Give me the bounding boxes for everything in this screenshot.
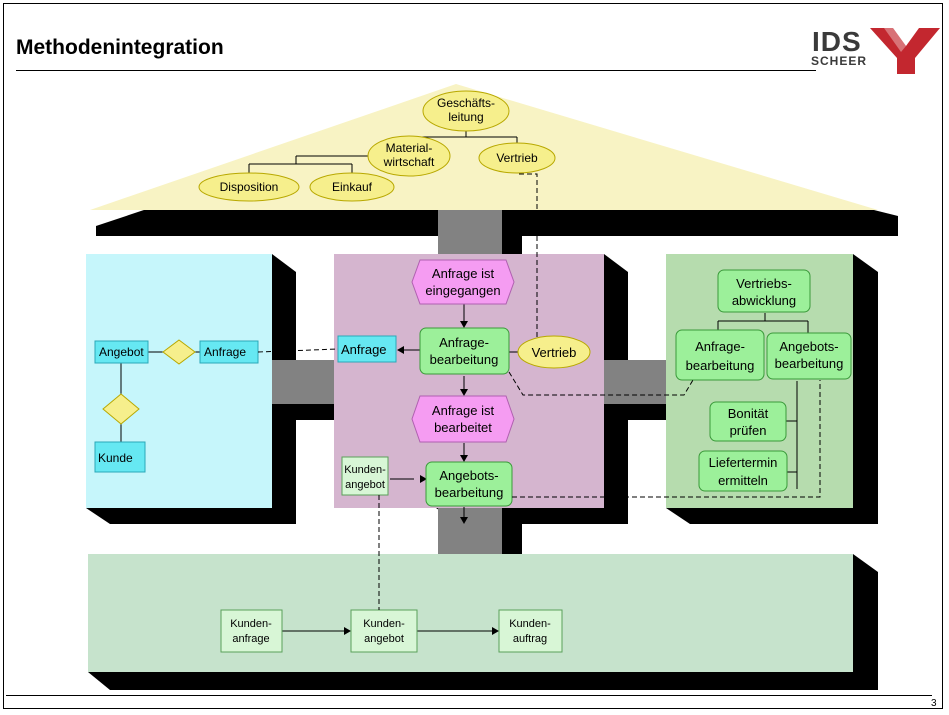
function-vertriebsabwicklung xyxy=(717,269,811,313)
entity-kunde-label: Kunde xyxy=(98,451,133,465)
output-kundenangebot-bottom xyxy=(350,609,418,653)
bottom-kundenanfrage-line1: Kunden- xyxy=(230,618,272,630)
right-panel-shadow xyxy=(666,254,878,524)
right-root-line2: abwicklung xyxy=(732,293,796,308)
function-tree-anfragebearbeitung xyxy=(675,329,765,381)
right-anfrage-line2: bearbeitung xyxy=(686,358,755,373)
org-einkauf-label: Einkauf xyxy=(332,180,373,194)
logo-ids-text: IDS xyxy=(812,26,862,57)
org-geschaeftsleitung-line1: Geschäfts- xyxy=(437,96,495,110)
pillar-top xyxy=(438,210,502,256)
func-angebot-line1: Angebots- xyxy=(439,468,498,483)
function-angebotsbearbeitung xyxy=(425,461,513,507)
func-anfrage-line1: Anfrage- xyxy=(439,335,489,350)
event-done-line1: Anfrage ist xyxy=(432,403,495,418)
slide-frame xyxy=(3,3,943,709)
svg-text:Kunden-angebot: Kunden-angebot xyxy=(344,464,386,491)
relationship-diamond-2 xyxy=(102,393,140,425)
bridge-right-shadow xyxy=(628,404,668,420)
entity-angebot-label: Angebot xyxy=(99,345,144,359)
right-angebot-line2: bearbeitung xyxy=(775,356,844,371)
svg-text:Anfrage-bearbeitung: Anfrage-bearbeitung xyxy=(430,335,499,367)
event-anfrage-eingegangen xyxy=(411,259,515,305)
function-tree-angebotsbearbeitung xyxy=(766,332,852,380)
org-disposition xyxy=(198,172,300,202)
function-anfragebearbeitung xyxy=(419,327,510,375)
function-liefertermin-ermitteln xyxy=(698,450,788,492)
relationship-diamond-1 xyxy=(162,339,196,365)
entity-angebot xyxy=(94,340,149,364)
kundenangebot-center-line2: angebot xyxy=(345,479,385,491)
svg-text:Angebots-bearbeitung: Angebots-bearbeitung xyxy=(435,468,504,500)
org-vertrieb-roof xyxy=(478,142,556,174)
right-liefertermin-line1: Liefertermin xyxy=(709,455,778,470)
kundenangebot-center-line1: Kunden- xyxy=(344,464,386,476)
svg-text:Kunden-auftrag: Kunden-auftrag xyxy=(509,618,551,645)
svg-text:Kunden-angebot: Kunden-angebot xyxy=(363,618,405,645)
org-geschaeftsleitung-line2: leitung xyxy=(448,110,483,124)
right-bonitaet-line1: Bonität xyxy=(728,406,769,421)
func-angebot-line2: bearbeitung xyxy=(435,485,504,500)
org-disposition-label: Disposition xyxy=(220,180,279,194)
page-number: 3 xyxy=(931,698,937,709)
pillar-bottom xyxy=(438,508,502,554)
bottom-panel xyxy=(88,554,853,672)
func-anfrage-line2: bearbeitung xyxy=(430,352,499,367)
bottom-kundenanfrage-line2: anfrage xyxy=(232,633,269,645)
function-bonitaet-pruefen xyxy=(709,401,787,442)
output-kundenangebot xyxy=(341,456,389,496)
org-materialwirtschaft-line1: Material- xyxy=(386,141,433,155)
dashed-assignment-lines xyxy=(257,173,821,610)
bottom-flow-arrowheads xyxy=(344,627,499,635)
svg-text:Angebots-bearbeitung: Angebots-bearbeitung xyxy=(775,339,844,371)
event-done-line2: bearbeitet xyxy=(434,420,492,435)
entity-anfrage-left-label: Anfrage xyxy=(204,345,246,359)
right-tree-connectors xyxy=(717,313,809,489)
logo-scheer-text: SCHEER xyxy=(811,54,868,68)
right-bonitaet-line2: prüfen xyxy=(730,423,767,438)
output-kundenanfrage xyxy=(220,609,283,653)
right-liefertermin-line2: ermitteln xyxy=(718,473,768,488)
entity-kunde xyxy=(94,441,146,473)
svg-text:Vertriebs-abwicklung: Vertriebs-abwicklung xyxy=(732,276,796,308)
org-einkauf xyxy=(309,172,395,202)
bottom-panel-shadow xyxy=(88,554,878,690)
org-vertrieb-center-label: Vertrieb xyxy=(532,345,577,360)
right-angebot-line1: Angebots- xyxy=(779,339,838,354)
svg-text:Kunden-anfrage: Kunden-anfrage xyxy=(230,618,272,645)
event-in-line2: eingegangen xyxy=(425,283,500,298)
right-root-line1: Vertriebs- xyxy=(736,276,792,291)
org-geschaeftsleitung xyxy=(422,90,510,132)
event-in-line1: Anfrage ist xyxy=(432,266,495,281)
footer-rule xyxy=(6,695,932,696)
org-vertrieb-roof-label: Vertrieb xyxy=(496,151,538,165)
bottom-kundenauftrag-line1: Kunden- xyxy=(509,618,551,630)
entity-anfrage-center-label: Anfrage xyxy=(341,342,387,357)
event-anfrage-bearbeitet xyxy=(411,395,515,443)
output-kundenauftrag xyxy=(498,609,563,653)
org-vertrieb-center xyxy=(517,335,591,369)
bottom-kundenauftrag-line2: auftrag xyxy=(513,633,547,645)
bridge-left xyxy=(272,360,336,404)
svg-text:Anfrage-bearbeitung: Anfrage-bearbeitung xyxy=(686,339,755,373)
svg-text:Material-wirtschaft: Material-wirtschaft xyxy=(383,141,435,169)
bridge-right xyxy=(604,360,668,404)
org-materialwirtschaft xyxy=(367,135,451,177)
svg-text:Geschäfts-leitung: Geschäfts-leitung xyxy=(437,96,495,124)
org-materialwirtschaft-line2: wirtschaft xyxy=(383,155,435,169)
left-panel-shadow xyxy=(86,254,296,524)
pillar-bottom-shadow xyxy=(502,508,522,554)
title-underline xyxy=(16,70,816,71)
bottom-kundenangebot-line2: angebot xyxy=(364,633,404,645)
bridge-left-shadow xyxy=(272,404,336,420)
right-anfrage-line1: Anfrage- xyxy=(695,339,745,354)
bottom-kundenangebot-line1: Kunden- xyxy=(363,618,405,630)
pillar-top-shadow xyxy=(502,218,522,256)
page-title: Methodenintegration xyxy=(16,36,224,59)
